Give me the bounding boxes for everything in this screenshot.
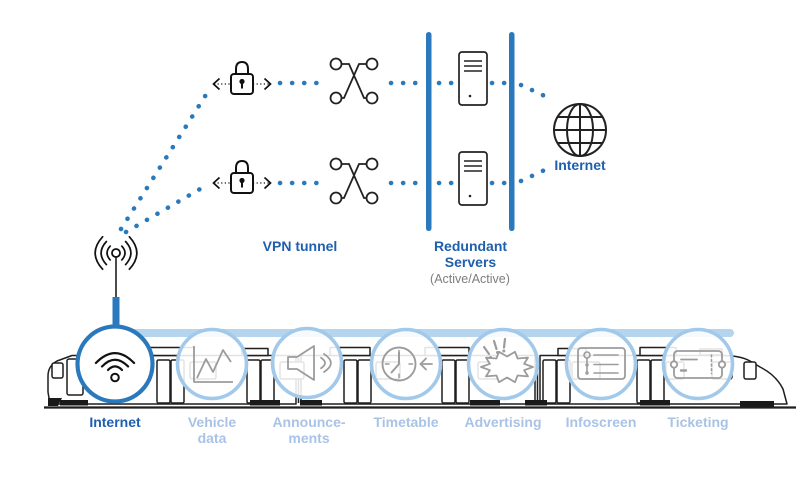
service-label-vehicle-data: Vehicle data (187, 414, 237, 446)
antenna-icon (94, 235, 138, 298)
infoscreen-icon (577, 347, 626, 380)
service-circle-timetable (369, 327, 443, 401)
service-label-timetable: Timetable (373, 414, 439, 430)
service-circle-vehicle-data (175, 327, 249, 401)
server-icon (458, 51, 488, 106)
active-active-label: (Active/Active) (430, 272, 510, 286)
internet-cloud-label: Internet (554, 157, 606, 173)
service-label-infoscreen: Infoscreen (565, 414, 637, 430)
crossover-switch-icon (329, 157, 379, 205)
vpn-tunnel-label: VPN tunnel (262, 238, 338, 254)
train-doors (156, 359, 665, 404)
firewall-bar (509, 32, 515, 231)
lock-encryption-icon (212, 159, 272, 194)
service-label-advertising: Advertising (464, 414, 542, 430)
line-chart-icon (193, 346, 233, 383)
lock-encryption-icon (212, 60, 272, 95)
firewall-bar (426, 32, 432, 231)
wifi-icon (94, 352, 136, 383)
speaker-icon (287, 345, 332, 381)
globe-icon (553, 103, 607, 157)
dotted-link-lines (118, 80, 552, 235)
service-circle-announcements (270, 326, 344, 400)
service-circle-internet (75, 324, 155, 404)
service-label-ticketing: Ticketing (667, 414, 729, 430)
service-circle-ticketing (661, 327, 735, 401)
service-label-announcements: Announce- ments (272, 414, 346, 446)
service-circle-advertising (466, 327, 540, 401)
starburst-icon (480, 337, 534, 384)
redundant-servers-label: Redundant Servers (433, 238, 508, 270)
service-label-internet: Internet (89, 414, 141, 430)
server-icon (458, 151, 488, 206)
ticket-icon (669, 350, 727, 379)
crossover-switch-icon (329, 57, 379, 105)
service-circle-infoscreen (564, 327, 638, 401)
clock-icon (381, 346, 433, 382)
